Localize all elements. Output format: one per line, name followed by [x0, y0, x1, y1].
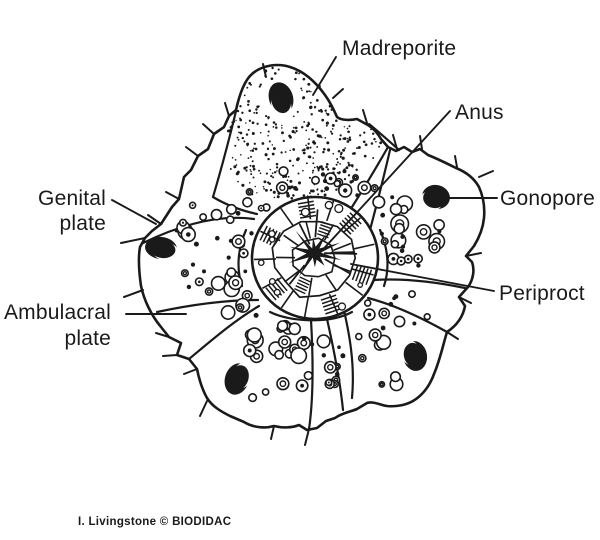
leader-madreporite	[312, 56, 337, 96]
label-madreporite: Madreporite	[342, 37, 457, 60]
leader-genital-plate	[111, 199, 157, 225]
label-ambulacral-plate-line2: plate	[64, 327, 111, 350]
leader-anus	[316, 110, 451, 257]
label-genital-plate-line1: Genital	[38, 187, 106, 210]
gonopore	[400, 340, 428, 371]
gonopore	[224, 362, 253, 395]
leader-periproct	[350, 263, 495, 292]
credit-text: I. Livingstone © BIODIDAC	[78, 516, 232, 528]
anus-star	[288, 230, 342, 278]
anus-rays	[289, 209, 358, 285]
gonopore	[145, 236, 179, 261]
gonopore	[268, 82, 294, 119]
label-genital-plate: Genital plate	[0, 186, 106, 236]
edge-spines	[120, 63, 494, 446]
plate-tubercles	[174, 166, 446, 403]
label-anus: Anus	[455, 101, 504, 124]
label-periproct: Periproct	[499, 282, 585, 305]
gonopore	[419, 184, 450, 211]
label-ambulacral-plate-line1: Ambulacral	[3, 301, 111, 324]
label-genital-plate-line2: plate	[59, 212, 106, 235]
gonopores	[145, 82, 450, 395]
label-gonopore: Gonopore	[500, 187, 596, 210]
label-ambulacral-plate: Ambulacral plate	[0, 300, 111, 352]
periproct-plates-web	[253, 198, 375, 318]
madreporite-stipple	[226, 66, 383, 204]
